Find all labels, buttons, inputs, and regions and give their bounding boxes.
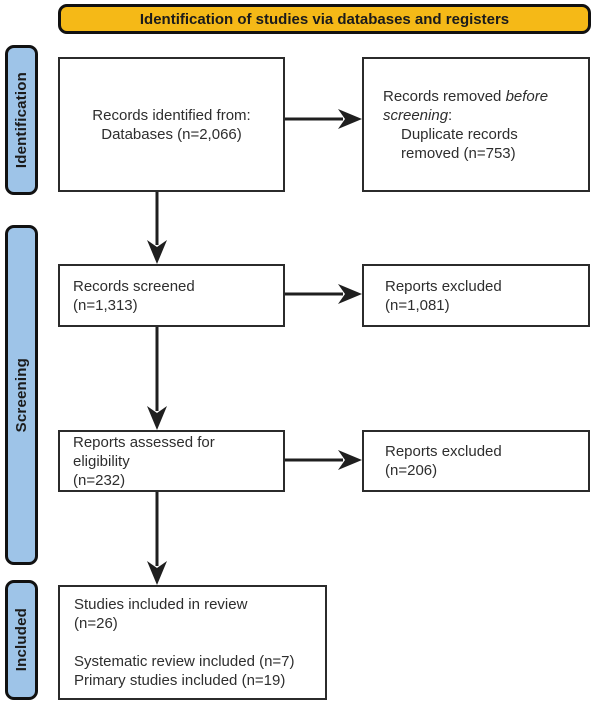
studies-included-line3: Systematic review included (n=7) — [74, 653, 295, 670]
banner-title-label: Identification of studies via databases … — [139, 10, 510, 28]
records-screened-line1: Records screened — [73, 277, 195, 295]
reports-excluded-screening-line1: Reports excluded — [385, 277, 502, 295]
box-reports-excluded-screening: Reports excluded (n=1,081) — [362, 264, 590, 327]
studies-included-line1: Studies included in review — [74, 596, 248, 613]
records-identified-line1: Records identified from: — [92, 106, 251, 124]
reports-excluded-screening-line2: (n=1,081) — [385, 296, 450, 314]
studies-included-line2: (n=26) — [74, 615, 118, 632]
reports-assessed-line2: (n=232) — [73, 471, 126, 489]
arrow-identified-to-removed — [285, 108, 362, 130]
box-reports-excluded-eligibility: Reports excluded (n=206) — [362, 430, 590, 492]
arrow-assessed-to-included — [146, 492, 168, 585]
stage-label-screening: Screening — [5, 225, 38, 565]
stage-label-screening-text: Screening — [13, 357, 30, 433]
box-records-identified: Records identified from: Databases (n=2,… — [58, 57, 285, 192]
arrow-screened-to-excluded — [285, 283, 362, 305]
stage-label-identification: Identification — [5, 45, 38, 195]
records-identified-line2: Databases (n=2,066) — [101, 125, 242, 143]
banner-title: Identification of studies via databases … — [58, 4, 591, 34]
blank-line — [74, 633, 315, 652]
box-studies-included: Studies included in review (n=26) System… — [58, 585, 327, 700]
box-records-screened: Records screened (n=1,313) — [58, 264, 285, 327]
reports-assessed-line1: Reports assessed for eligibility — [73, 433, 215, 470]
box-records-removed: Records removed before screening: Duplic… — [362, 57, 590, 192]
reports-excluded-eligibility-line2: (n=206) — [385, 462, 438, 479]
stage-label-included: Included — [5, 580, 38, 700]
arrow-screened-to-assessed — [146, 327, 168, 430]
stage-label-identification-text: Identification — [13, 71, 30, 169]
arrow-identified-to-screened — [146, 192, 168, 264]
records-removed-line2: screening: — [383, 106, 453, 124]
records-removed-item-line2: removed (n=753) — [401, 144, 516, 162]
stage-label-included-text: Included — [13, 608, 30, 672]
box-reports-assessed: Reports assessed for eligibility (n=232) — [58, 430, 285, 492]
reports-excluded-eligibility-line1: Reports excluded — [385, 443, 502, 460]
records-screened-line2: (n=1,313) — [73, 296, 138, 314]
arrow-assessed-to-excluded — [285, 449, 362, 471]
records-removed-item-line1: Duplicate records — [401, 125, 518, 143]
studies-included-line4: Primary studies included (n=19) — [74, 672, 286, 689]
records-removed-line1: Records removed before — [383, 87, 549, 105]
